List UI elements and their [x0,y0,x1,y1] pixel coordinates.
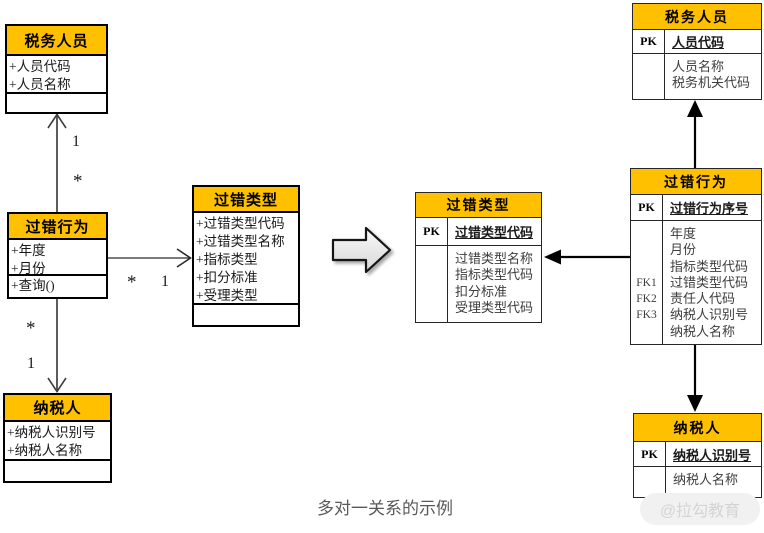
er-field-column: 人员名称 税务机关代码 [665,54,761,99]
diagram-caption: 多对一关系的示例 [317,499,453,518]
watermark-badge: @拉勾教育 [640,493,760,525]
uml-method: +查询() [9,274,106,297]
uml-attribute: +受理类型 [196,288,258,303]
uml-attribute: +过错类型名称 [196,234,285,249]
er-key [633,75,664,91]
er-key: FK1 [636,276,657,289]
er-key-column [416,246,448,322]
er-key [416,284,447,300]
pk-field: 过错行为序号 [670,201,749,216]
er-field: 责任人代码 [670,291,736,307]
er-key [631,259,662,275]
uml-class-title: 过错行为 [9,214,106,240]
er-field-column: 过错类型名称 指标类型代码 扣分标准 受理类型代码 [448,246,541,322]
uml-attribute: +纳税人识别号 [7,425,96,440]
open-arrowhead-up-icon [47,113,67,129]
er-field: 指标类型代码 [455,267,534,283]
multiplicity-label: 1 [72,133,80,150]
er-field: 年度 [670,226,697,241]
pk-label: PK [633,30,665,53]
uml-class-title: 纳税人 [5,395,110,422]
uml-class-fault-behavior: 过错行为 +年度 +月份 +查询() [7,212,108,299]
er-field: 扣分标准 [455,283,508,299]
er-key [416,251,447,267]
er-field: 税务机关代码 [672,75,751,91]
er-key-column: FK1 FK2 FK3 [631,221,663,344]
pk-field: 过错类型代码 [455,225,534,240]
er-field: 过错类型代码 [670,274,749,290]
er-table-fault-type: 过错类型 PK 过错类型代码 过错类型名称 指标类型代码 扣分标准 受理类型代码 [415,192,542,323]
er-field: 月份 [670,242,697,258]
er-table-taxpayer: 纳税人 PK 纳税人识别号 纳税人名称 [633,413,762,498]
er-field: 纳税人识别号 [670,307,749,323]
uml-attributes: +人员代码 +人员名称 [7,56,106,92]
er-key-column [633,54,665,99]
er-key [416,300,447,316]
uml-methods-empty [194,303,298,325]
multiplicity-label: * [26,318,36,339]
transform-arrow-icon [331,226,392,274]
er-key: FK3 [636,309,657,322]
uml-attribute: +扣分标准 [196,270,258,285]
er-field: 指标类型代码 [670,258,749,274]
uml-class-taxpayer: 纳税人 +纳税人识别号 +纳税人名称 [3,393,112,483]
uml-attribute: +年度 [11,243,46,258]
uml-attributes: +纳税人识别号 +纳税人名称 [5,422,110,459]
er-field-column: 年度 月份 指标类型代码 过错类型代码 责任人代码 纳税人识别号 纳税人名称 [663,221,761,344]
pk-label: PK [416,218,448,245]
filled-arrowhead-left-icon [544,249,561,265]
multiplicity-label: 1 [161,273,169,290]
er-table-fault-behavior: 过错行为 PK 过错行为序号 FK1 FK2 FK3 年度 月份 指标类型代码 … [630,168,762,345]
uml-class-title: 税务人员 [7,26,106,56]
er-table-title: 纳税人 [634,414,761,442]
multiplicity-label: * [127,272,137,293]
watermark-text: @拉勾教育 [659,503,741,520]
uml-class-fault-type: 过错类型 +过错类型代码 +过错类型名称 +指标类型 +扣分标准 +受理类型 [192,185,300,327]
er-field-column: 纳税人名称 [666,467,761,497]
er-field: 人员名称 [672,59,725,74]
er-key: FK2 [636,293,657,306]
multiplicity-label: 1 [27,355,35,372]
er-table-title: 过错行为 [631,169,761,195]
filled-arrowhead-up-icon [687,100,703,117]
open-arrowhead-down-icon [47,377,67,393]
er-table-tax-officer: 税务人员 PK 人员代码 人员名称 税务机关代码 [632,3,762,100]
er-key [633,59,664,75]
pk-field: 纳税人识别号 [673,447,752,463]
uml-attributes: +过错类型代码 +过错类型名称 +指标类型 +扣分标准 +受理类型 [194,213,298,303]
uml-methods-empty [5,459,110,481]
er-table-title: 过错类型 [416,193,541,218]
uml-attribute: +月份 [11,261,46,274]
er-key [631,324,662,340]
uml-attribute: +过错类型代码 [196,216,285,231]
er-field: 纳税人名称 [673,472,739,487]
open-arrowhead-right-icon [176,248,192,268]
uml-methods-empty [7,92,106,112]
multiplicity-label: * [73,171,83,192]
uml-class-title: 过错类型 [194,187,298,213]
er-key [631,242,662,258]
pk-label: PK [634,442,666,466]
uml-attribute: +人员名称 [9,77,71,92]
pk-field: 人员代码 [672,35,725,50]
er-field: 过错类型名称 [455,251,534,266]
uml-attributes: +年度 +月份 [9,240,106,274]
uml-attribute: +纳税人名称 [7,443,83,458]
er-field: 纳税人名称 [670,323,736,339]
er-key [416,267,447,283]
pk-label: PK [631,195,663,220]
er-key [631,226,662,242]
filled-arrowhead-down-icon [687,395,703,412]
er-key [634,472,665,488]
uml-attribute: +指标类型 [196,252,258,267]
uml-class-tax-officer: 税务人员 +人员代码 +人员名称 [5,24,108,114]
er-key-column [634,467,666,497]
er-field: 受理类型代码 [455,299,534,315]
er-table-title: 税务人员 [633,4,761,30]
uml-attribute: +人员代码 [9,59,71,74]
